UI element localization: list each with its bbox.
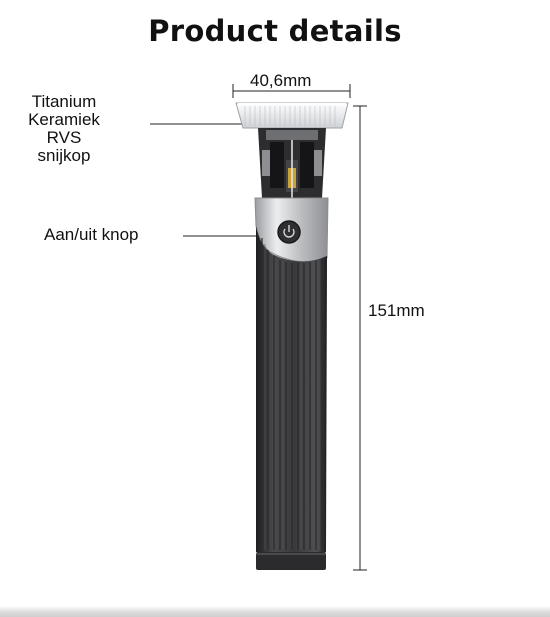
blade-label-line: Titanium [31, 92, 97, 111]
handle-body [256, 226, 327, 570]
page-title: Product details [148, 14, 402, 48]
height-dimension-line [353, 105, 367, 571]
floor-shadow [0, 606, 550, 617]
power-button[interactable] [277, 220, 301, 244]
width-dimension-line [232, 84, 351, 98]
height-dimension-label: 151mm [368, 301, 425, 320]
blade-material-label: Titanium Keramiek RVS snijkop [18, 93, 110, 165]
power-icon [283, 225, 295, 238]
blade-head [235, 102, 349, 200]
blade-label-line: snijkop [37, 146, 91, 165]
blade-label-line: Keramiek [28, 110, 100, 129]
power-switch-label: Aan/uit knop [44, 225, 139, 244]
width-dimension-label: 40,6mm [250, 71, 312, 90]
blade-label-line: RVS [46, 128, 82, 147]
